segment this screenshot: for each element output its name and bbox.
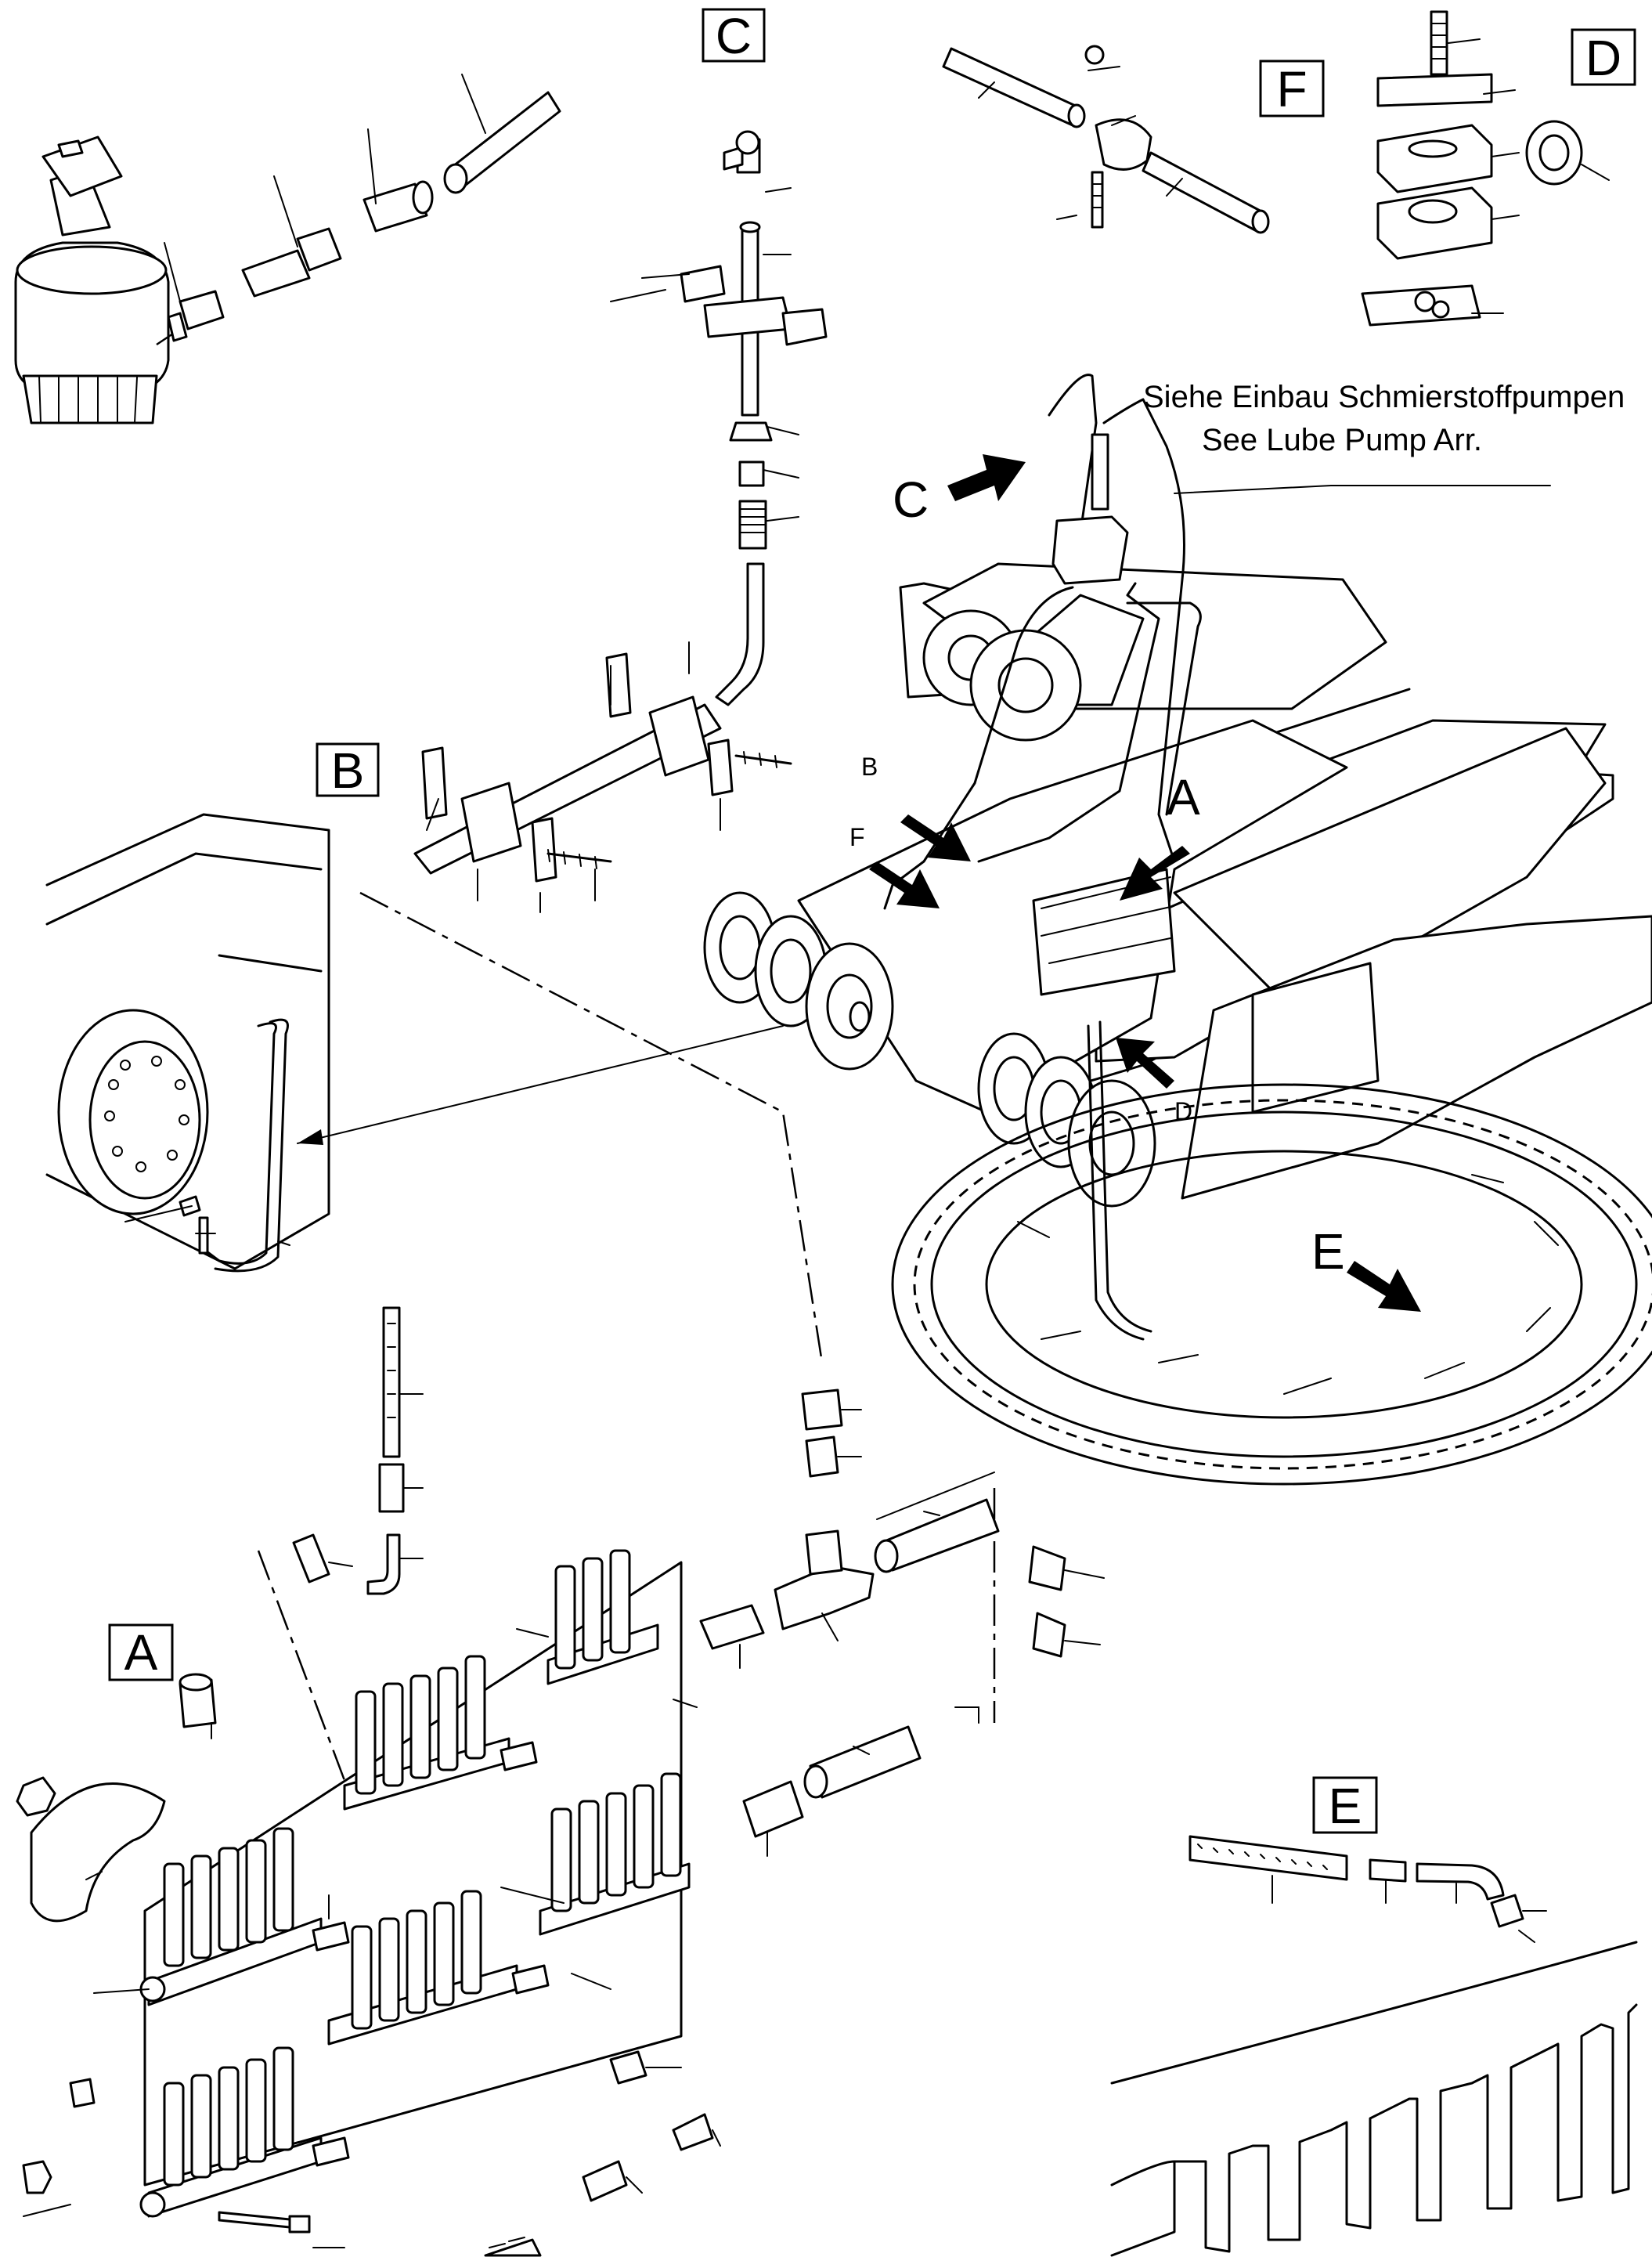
detail-d-clamp-block: D xyxy=(1361,10,1636,327)
view-arrow-e-label: E xyxy=(1311,1223,1345,1280)
view-arrow-c-label: C xyxy=(893,471,929,528)
detail-f-label-box xyxy=(1259,60,1325,117)
view-arrow-d: D xyxy=(1116,1038,1192,1125)
detail-f-label: F xyxy=(1276,61,1307,117)
detail-d-label: D xyxy=(1585,30,1621,86)
detail-a-label-box xyxy=(108,1623,174,1681)
view-arrow-c: C xyxy=(893,454,1026,528)
tee-fitting-group xyxy=(699,1472,1105,1857)
motor-fittings xyxy=(156,74,561,346)
detail-b-label-box xyxy=(316,742,380,797)
hub-detail xyxy=(45,813,784,1273)
lube-pump-note: Siehe Einbau Schmierstoffpumpen See Lube… xyxy=(1143,380,1625,457)
view-arrow-b: B xyxy=(861,753,971,861)
view-arrow-f-label: F xyxy=(849,823,865,851)
note-line-german: Siehe Einbau Schmierstoffpumpen xyxy=(1143,380,1625,414)
leader-b-to-main xyxy=(359,891,824,1363)
detail-f-clamp: F xyxy=(942,45,1325,234)
detail-c-label: C xyxy=(716,8,752,64)
view-arrow-a: A xyxy=(1120,769,1200,901)
detail-b-label: B xyxy=(331,742,365,799)
view-arrow-b-label: B xyxy=(861,753,878,781)
view-arrow-a-label: A xyxy=(1167,769,1200,825)
slewing-ring-gear xyxy=(891,1083,1652,1486)
note-line-english: See Lube Pump Arr. xyxy=(1202,423,1482,457)
main-frame-assembly xyxy=(703,374,1652,1341)
view-arrow-f: F xyxy=(849,823,940,908)
drive-motor-assembly xyxy=(14,135,170,424)
detail-a-label: A xyxy=(124,1624,158,1681)
center-fittings xyxy=(292,1306,862,1595)
detail-e-label: E xyxy=(1329,1778,1362,1834)
detail-b-pipe-clamps: B xyxy=(316,641,792,913)
detail-e-ring-detail: E xyxy=(1110,1776,1638,2257)
detail-e-label-box xyxy=(1312,1776,1378,1834)
detail-c-lube-line: C xyxy=(610,8,828,706)
detail-c-label-box xyxy=(702,8,766,63)
view-arrow-d-label: D xyxy=(1174,1097,1192,1125)
view-arrow-e: E xyxy=(1311,1223,1421,1312)
detail-d-label-box xyxy=(1571,28,1636,86)
detail-a-distributor-block: A xyxy=(16,1549,721,2257)
